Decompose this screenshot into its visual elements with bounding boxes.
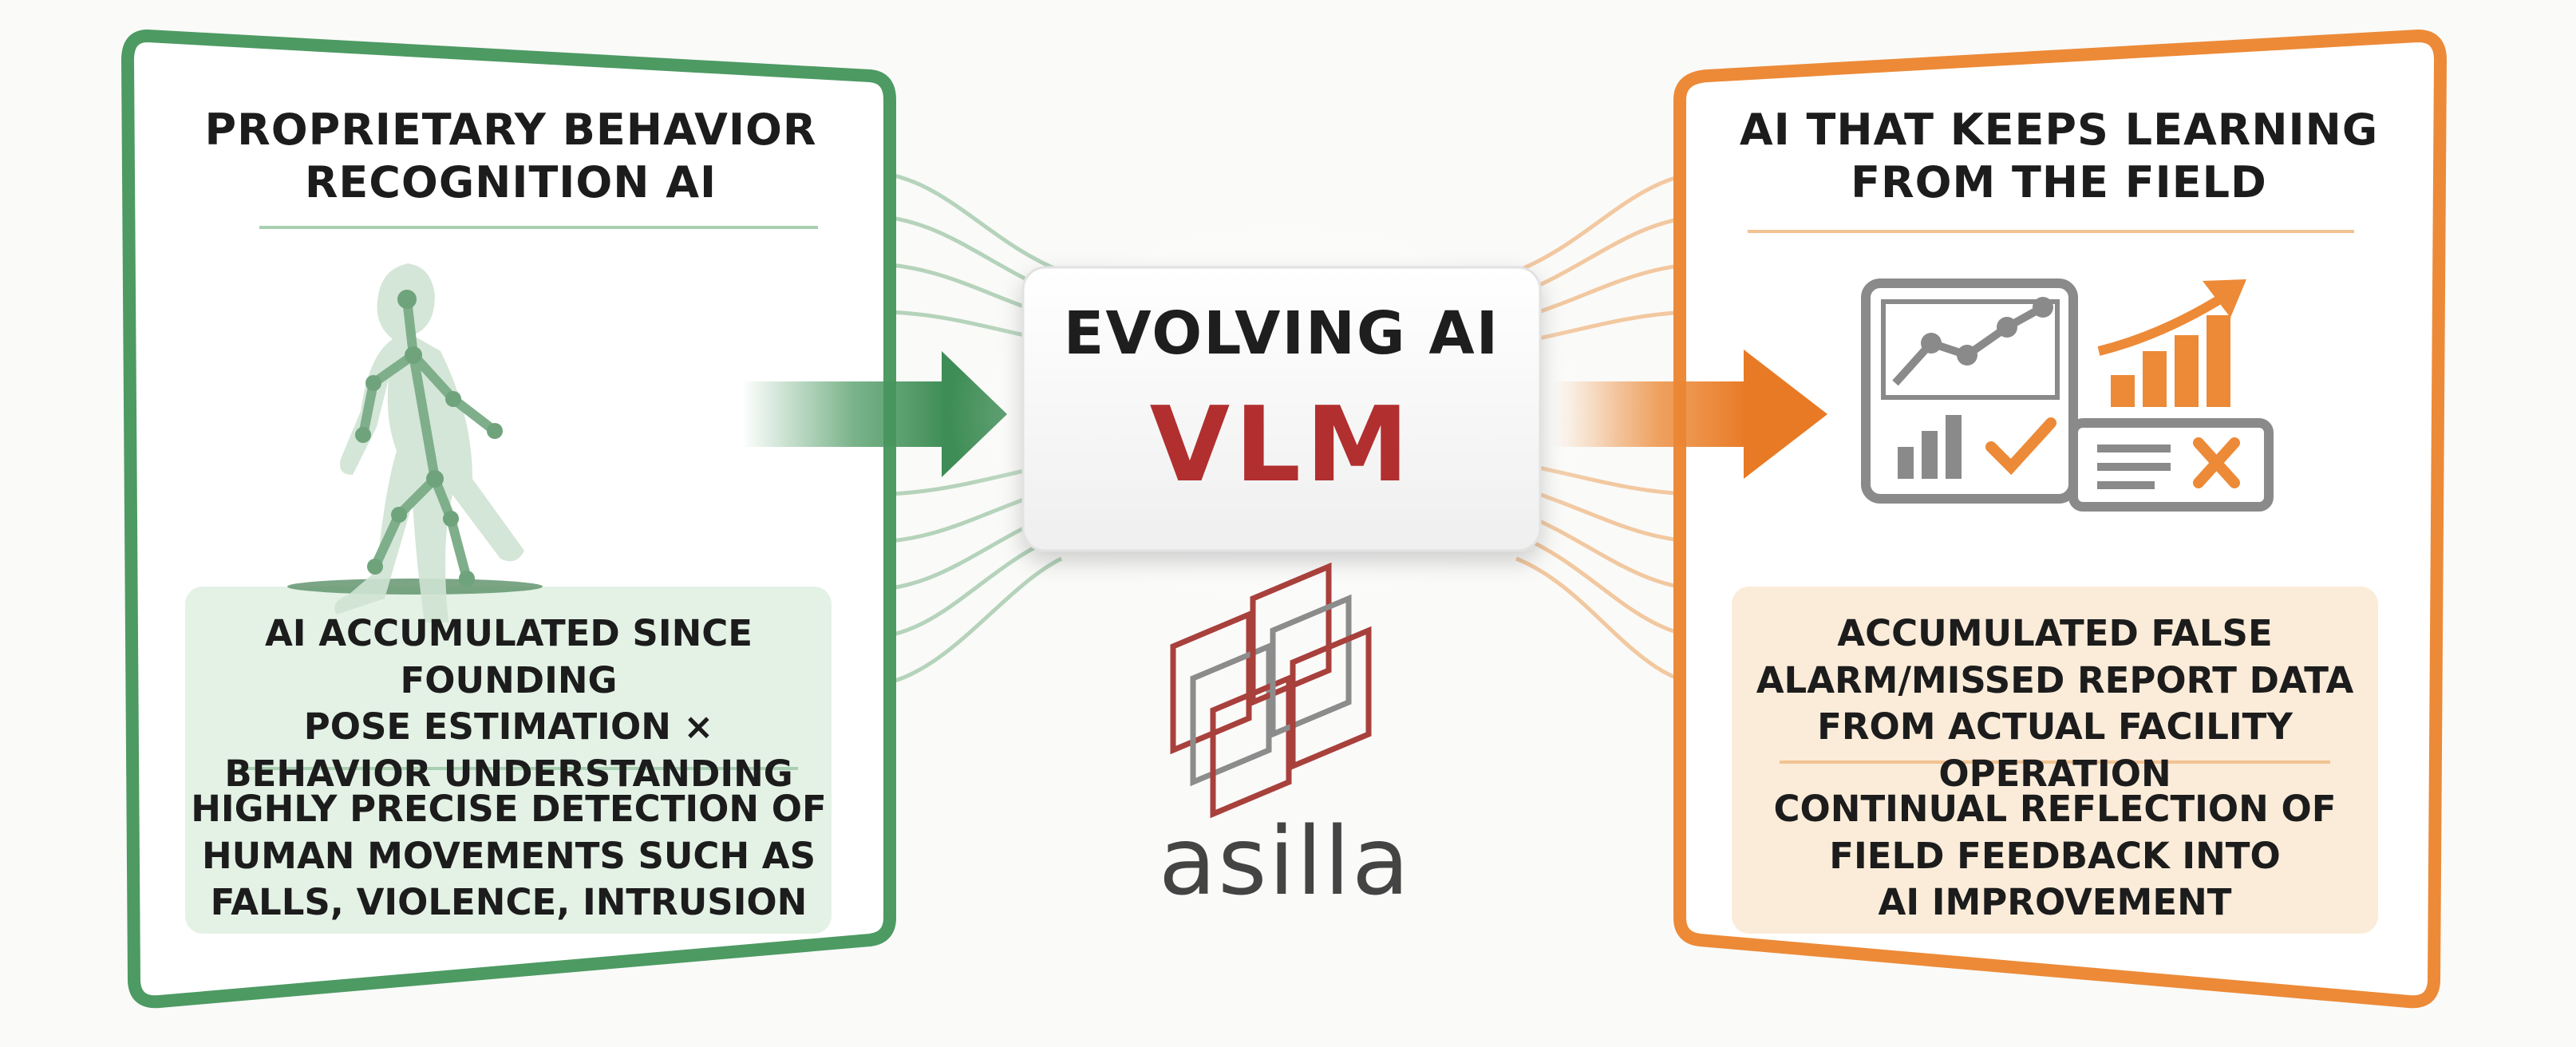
left-detail-text: HIGHLY PRECISE DETECTION OF HUMAN MOVEME…: [188, 786, 830, 926]
right-title-line-2: FROM THE FIELD: [1851, 156, 2267, 207]
left-info-line-3: BEHAVIOR UNDERSTANDING: [224, 752, 793, 795]
right-detail-line-2: FIELD FEEDBACK INTO: [1829, 834, 2281, 877]
left-title-line-1: PROPRIETARY BEHAVIOR: [204, 105, 817, 155]
right-detail-text: CONTINUAL REFLECTION OF FIELD FEEDBACK I…: [1733, 786, 2376, 926]
right-info-line-2: ALARM/MISSED REPORT DATA: [1756, 658, 2354, 701]
right-detail-line-1: CONTINUAL REFLECTION OF: [1773, 788, 2337, 830]
center-subtitle: EVOLVING AI: [1063, 299, 1500, 368]
left-info-line-2: POSE ESTIMATION ×: [303, 705, 714, 748]
left-panel-title: PROPRIETARY BEHAVIOR RECOGNITION AI: [164, 104, 858, 209]
center-card: [1021, 266, 1542, 552]
left-info-box: [185, 587, 832, 934]
analytics-dashboard-icon: [1861, 279, 2274, 512]
left-detail-line-3: FALLS, VIOLENCE, INTRUSION: [210, 881, 808, 923]
left-title-line-2: RECOGNITION AI: [304, 156, 717, 207]
center-card-text: EVOLVING AI VLM: [1023, 299, 1540, 505]
left-info-line-1: AI ACCUMULATED SINCE FOUNDING: [264, 612, 753, 701]
asilla-logo-icon: [1170, 562, 1372, 819]
asilla-logo-text: asilla: [1158, 806, 1412, 916]
center-title: VLM: [1149, 384, 1414, 505]
right-title-line-1: AI THAT KEEPS LEARNING: [1739, 105, 2379, 155]
walking-pose-skeleton-icon: [287, 263, 543, 622]
right-detail-line-3: AI IMPROVEMENT: [1878, 881, 2232, 923]
right-info-text: ACCUMULATED FALSE ALARM/MISSED REPORT DA…: [1733, 610, 2376, 797]
left-info-text: AI ACCUMULATED SINCE FOUNDING POSE ESTIM…: [188, 610, 830, 797]
right-panel-title: AI THAT KEEPS LEARNING FROM THE FIELD: [1700, 104, 2418, 209]
left-detail-line-1: HIGHLY PRECISE DETECTION OF: [191, 788, 827, 830]
right-info-line-1: ACCUMULATED FALSE: [1837, 612, 2273, 654]
right-info-box: [1732, 587, 2378, 934]
left-detail-line-2: HUMAN MOVEMENTS SUCH AS: [201, 834, 816, 877]
right-info-line-3: FROM ACTUAL FACILITY OPERATION: [1817, 705, 2293, 795]
